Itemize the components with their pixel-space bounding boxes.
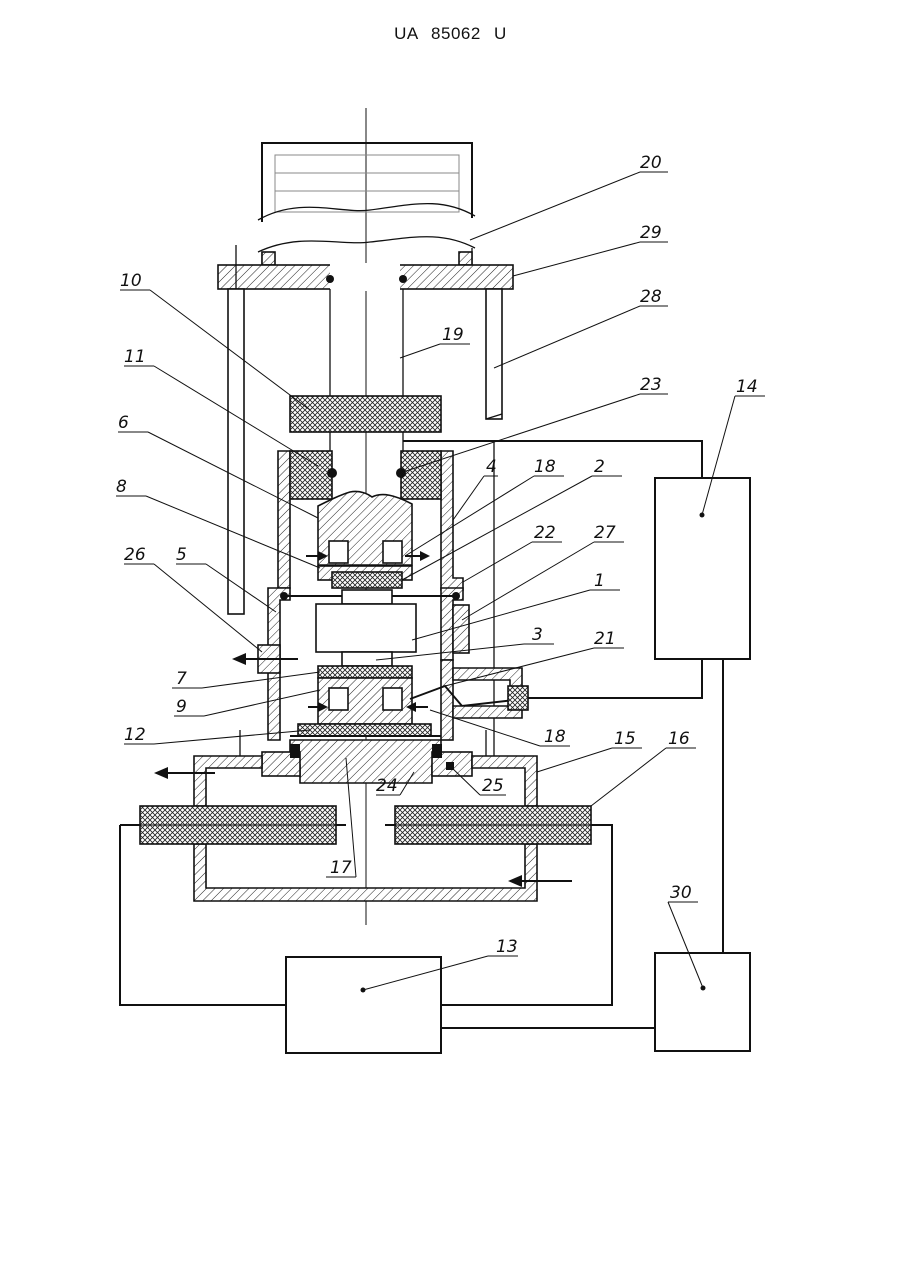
control-unit-30: [655, 953, 750, 1051]
label-20: 20: [640, 153, 662, 173]
label-22: 22: [534, 523, 556, 543]
label-5: 5: [176, 545, 187, 565]
label-25: 25: [482, 776, 504, 796]
label-4: 4: [486, 457, 497, 477]
label-7: 7: [176, 669, 187, 689]
label-15: 15: [614, 729, 636, 749]
label-26: 26: [124, 545, 146, 565]
label-21: 21: [594, 629, 616, 649]
label-10: 10: [120, 271, 142, 291]
label-1: 1: [594, 571, 605, 591]
label-2: 2: [594, 457, 605, 477]
label-11: 11: [124, 347, 146, 367]
sample-1: [316, 590, 416, 666]
label-13: 13: [496, 937, 518, 957]
label-17: 17: [330, 858, 352, 878]
label-18a: 18: [534, 457, 556, 477]
label-12: 12: [124, 725, 146, 745]
plate-29: [218, 263, 513, 291]
block-10: [290, 396, 441, 432]
label-3: 3: [532, 625, 543, 645]
label-9: 9: [176, 697, 187, 717]
upper-punch-6: [306, 491, 430, 588]
label-19: 19: [442, 325, 464, 345]
label-29: 29: [640, 223, 662, 243]
label-30: 30: [670, 883, 692, 903]
label-14: 14: [736, 377, 758, 397]
lower-punch-7: [290, 666, 441, 736]
label-24: 24: [376, 776, 398, 796]
label-18b: 18: [544, 727, 566, 747]
label-23: 23: [640, 375, 662, 395]
label-27: 27: [594, 523, 616, 543]
label-16: 16: [668, 729, 690, 749]
label-28: 28: [640, 287, 662, 307]
controller-13: [286, 957, 441, 1053]
power-unit-14: [655, 478, 750, 659]
label-6: 6: [118, 413, 129, 433]
label-8: 8: [116, 477, 127, 497]
